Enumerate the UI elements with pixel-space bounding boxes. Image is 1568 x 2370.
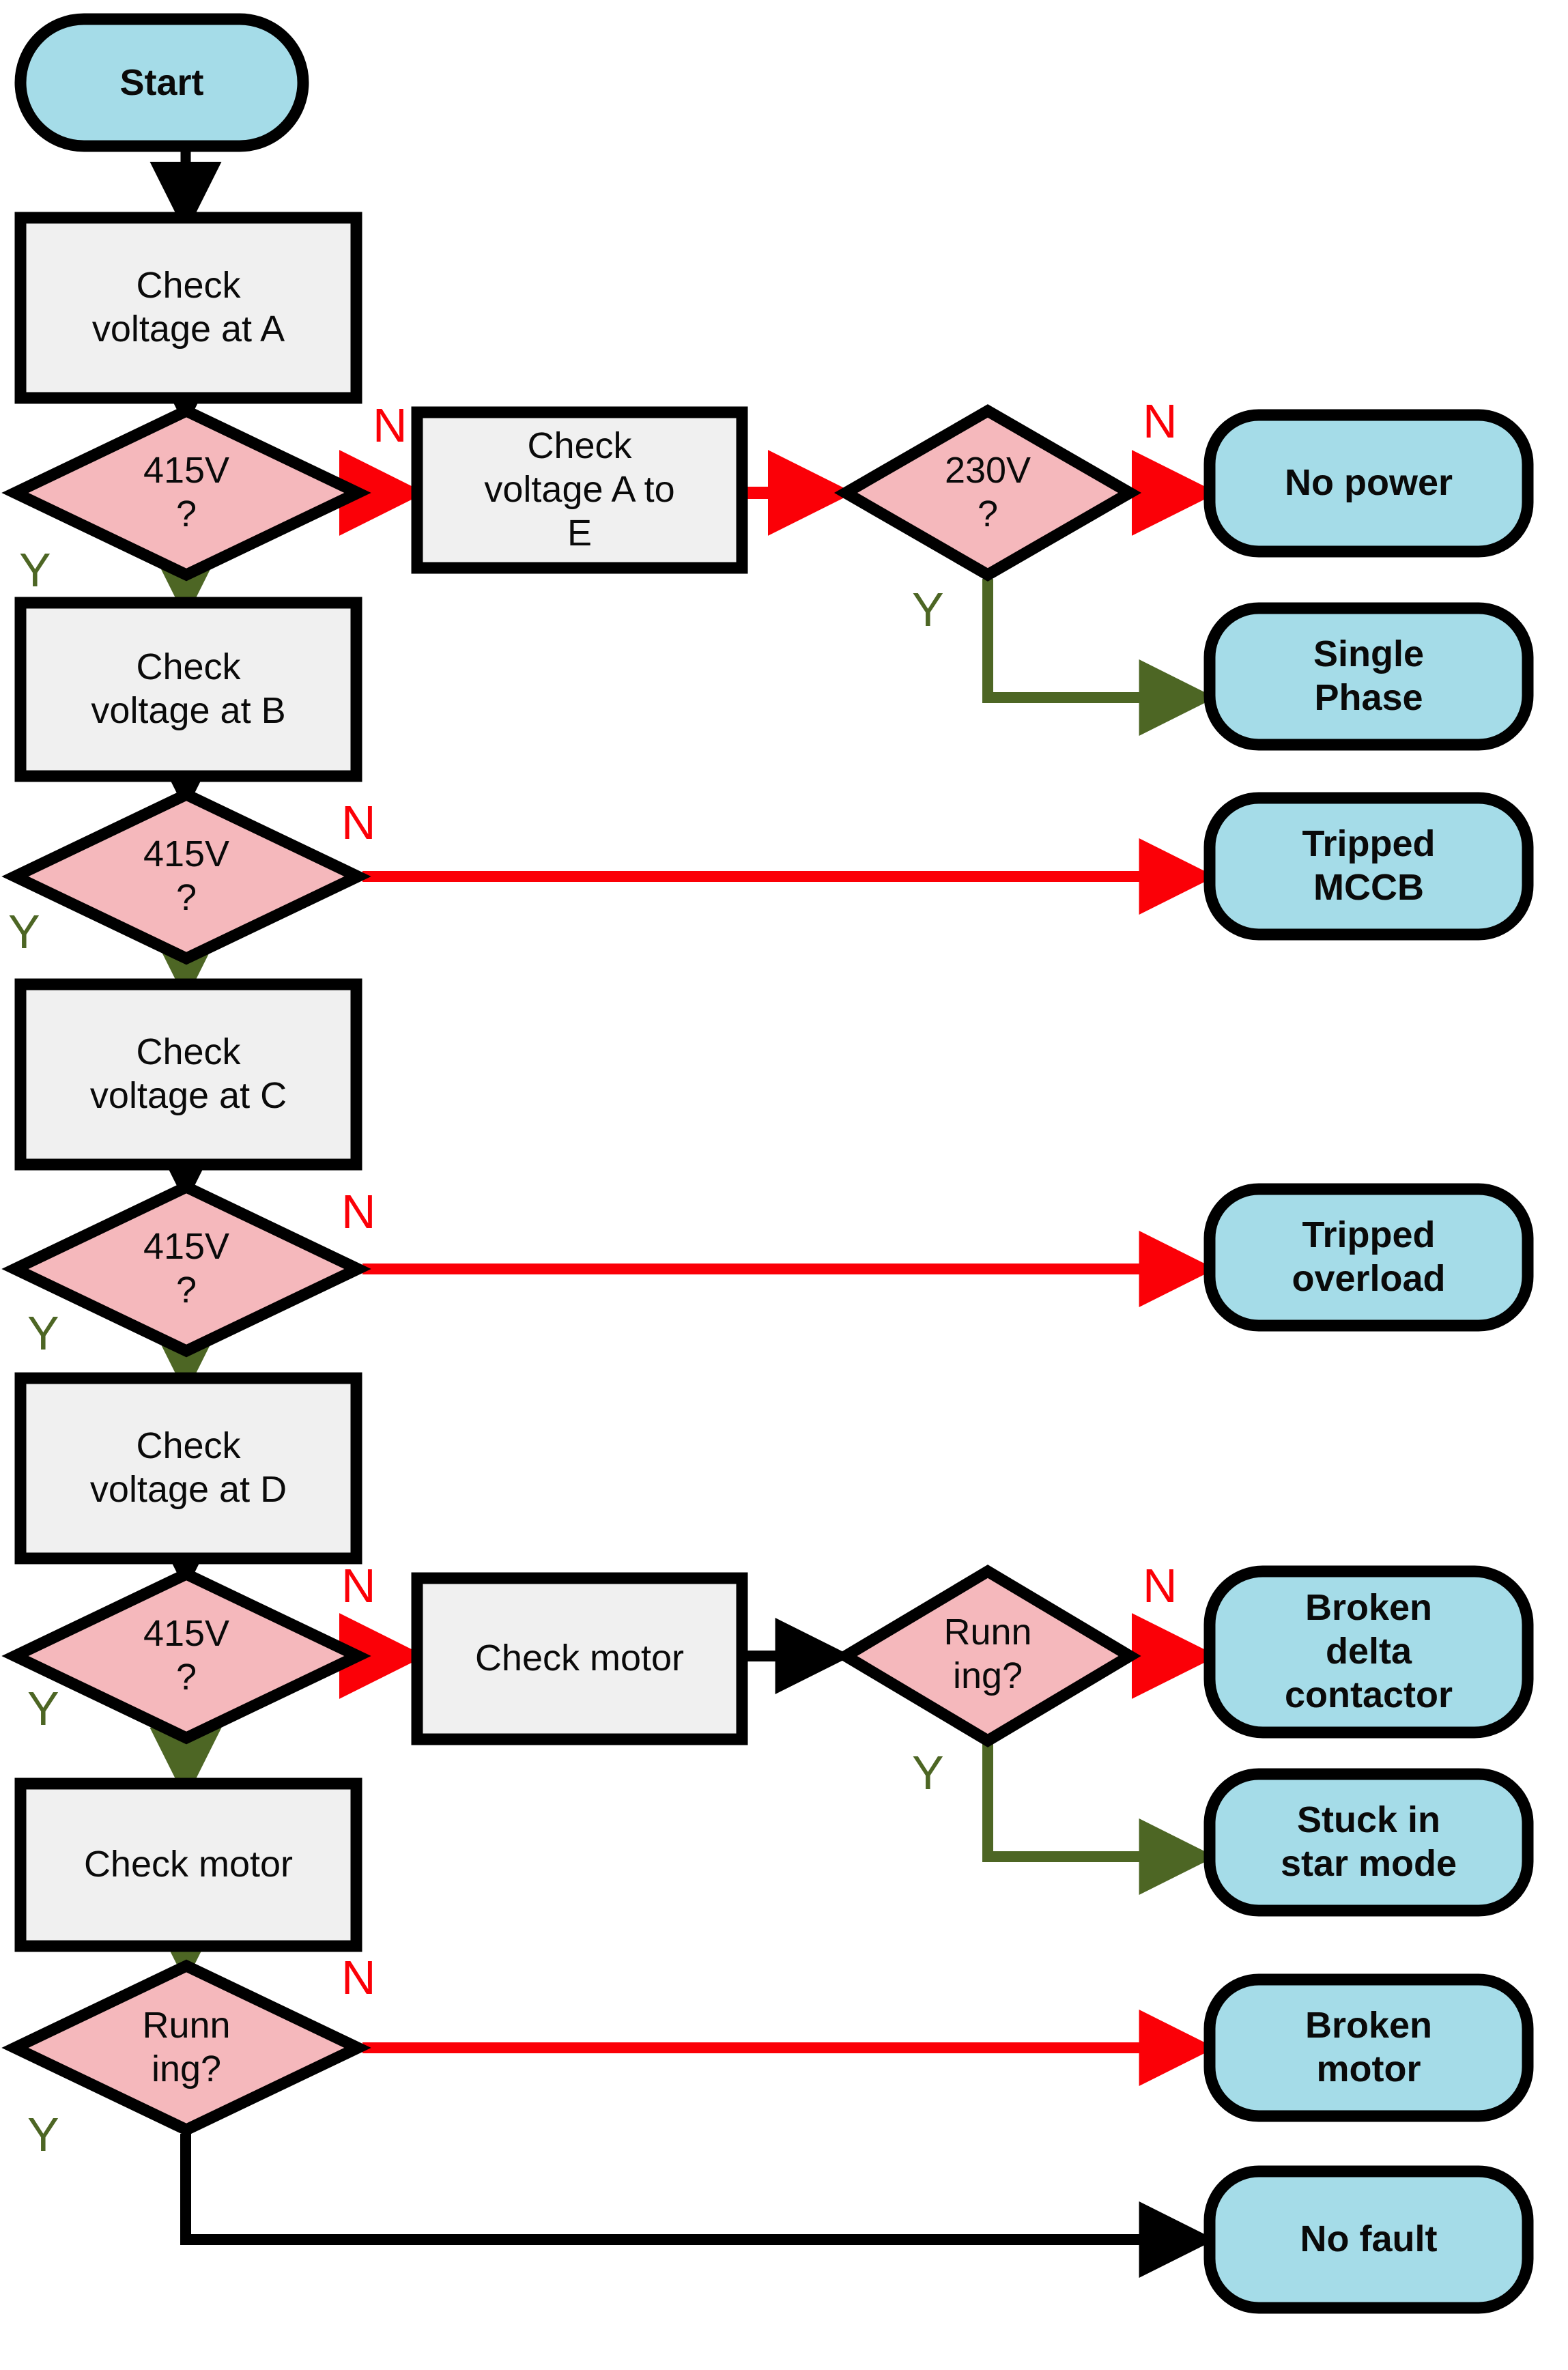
node-check-voltage-c[interactable] xyxy=(14,978,362,1171)
node-broken-motor[interactable] xyxy=(1203,1973,1534,2122)
node-start[interactable] xyxy=(14,13,309,152)
node-check-motor-right[interactable] xyxy=(411,1572,748,1745)
node-check-voltage-d[interactable] xyxy=(14,1372,362,1565)
edge-dec-run-2-no-fault xyxy=(180,2134,1216,2278)
node-check-motor-left[interactable] xyxy=(14,1778,362,1952)
edge-dec-run-1-stuck-star xyxy=(982,1742,1216,1895)
node-decision-415v-c[interactable] xyxy=(1,1180,371,1358)
edge-dec-230-single-phase xyxy=(982,579,1216,736)
node-decision-230v[interactable] xyxy=(833,404,1142,582)
node-check-voltage-a-to-e[interactable] xyxy=(411,406,748,574)
node-decision-415v-b[interactable] xyxy=(1,788,371,965)
node-broken-delta-contactor[interactable] xyxy=(1203,1565,1534,1739)
node-tripped-overload[interactable] xyxy=(1203,1183,1534,1332)
node-decision-415v-d[interactable] xyxy=(1,1567,371,1745)
node-stuck-in-star-mode[interactable] xyxy=(1203,1768,1534,1917)
node-no-power[interactable] xyxy=(1203,409,1534,558)
node-decision-running-2[interactable] xyxy=(1,1959,371,2137)
node-tripped-mccb[interactable] xyxy=(1203,792,1534,941)
node-single-phase[interactable] xyxy=(1203,602,1534,751)
node-no-fault[interactable] xyxy=(1203,2165,1534,2314)
shapes-layer xyxy=(1,13,1534,2314)
edges-layer xyxy=(149,149,1218,2278)
node-check-voltage-a[interactable] xyxy=(14,212,362,404)
node-decision-415v-a[interactable] xyxy=(1,404,371,582)
node-check-voltage-b[interactable] xyxy=(14,597,362,782)
node-decision-running-1[interactable] xyxy=(834,1565,1141,1747)
